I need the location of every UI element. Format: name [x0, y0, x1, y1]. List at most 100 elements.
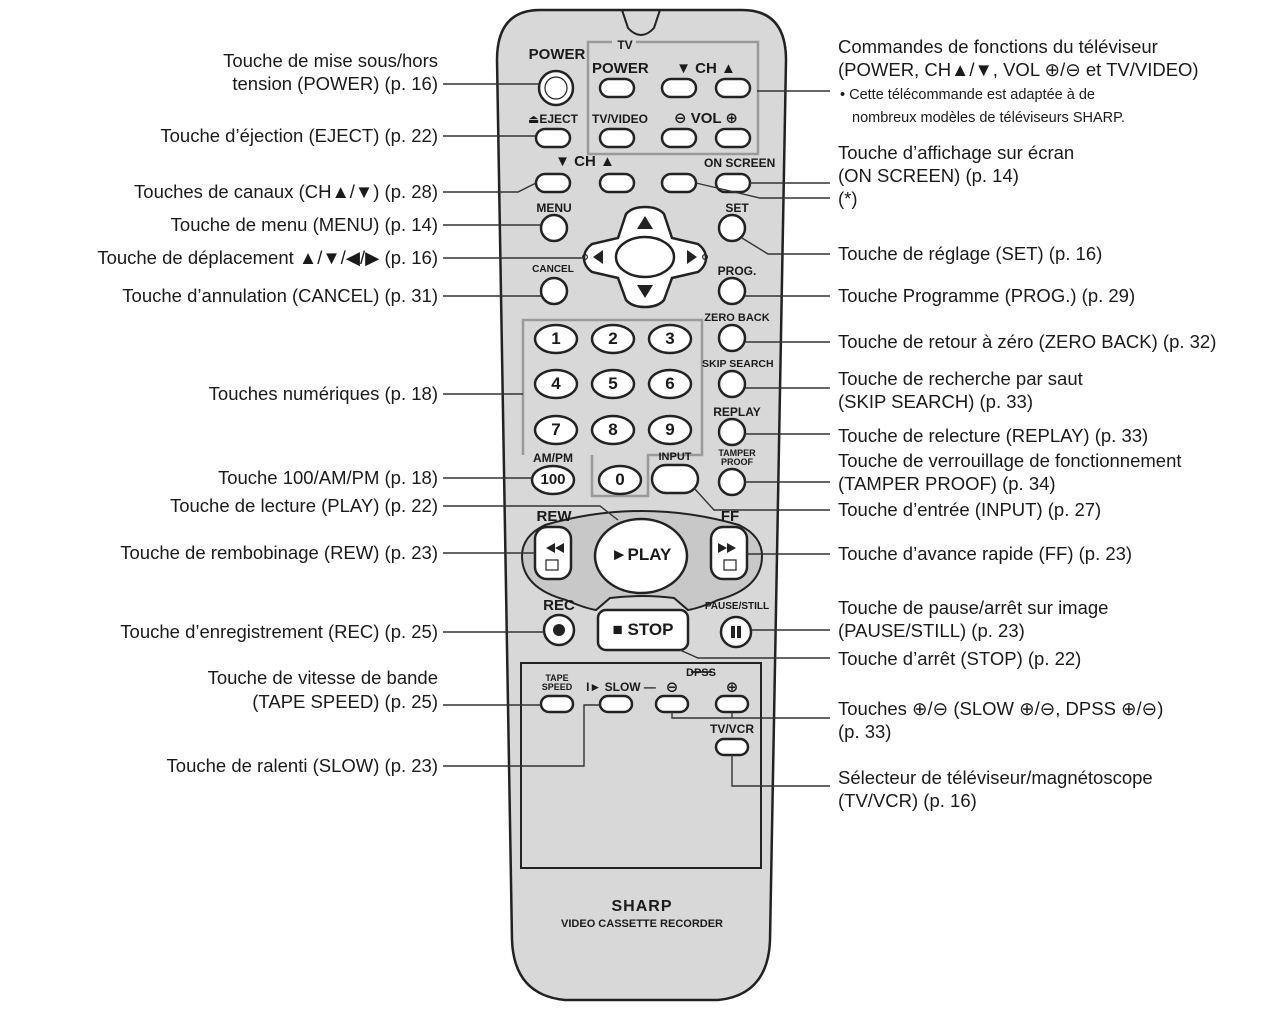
- plus-label: ⊕: [725, 679, 739, 696]
- slow-label: I► SLOW —: [586, 680, 656, 694]
- ch-down-button[interactable]: [534, 172, 572, 194]
- skip-search-button[interactable]: [717, 369, 747, 399]
- callout-lines: [443, 83, 830, 787]
- tape-speed-label-2: SPEED: [541, 682, 573, 692]
- pause-icon: [731, 626, 735, 638]
- tv-ch-down-button[interactable]: [660, 77, 698, 99]
- label-rec: Touche d’enregistrement (REC) (p. 25): [120, 621, 438, 642]
- key-1[interactable]: [533, 323, 579, 355]
- tv-vcr-button[interactable]: [714, 737, 750, 757]
- tv-power-label: POWER: [592, 60, 649, 77]
- key-2-label: 2: [608, 329, 618, 348]
- menu-label: MENU: [536, 201, 572, 215]
- minus-button[interactable]: [654, 694, 690, 714]
- slow-button[interactable]: [598, 694, 634, 714]
- ff-button[interactable]: [709, 525, 749, 581]
- zero-back-button[interactable]: [717, 323, 747, 353]
- label-eject: Touche d’éjection (EJECT) (p. 22): [160, 125, 438, 146]
- power-label: POWER: [528, 46, 586, 63]
- input-button[interactable]: [650, 463, 700, 495]
- label-tv-1: Commandes de fonctions du téléviseur: [838, 36, 1158, 57]
- stop-button[interactable]: [596, 608, 690, 652]
- tv-power-button[interactable]: [598, 77, 636, 99]
- model-label: VIDEO CASSETTE RECORDER: [561, 918, 723, 930]
- key-7[interactable]: [533, 414, 579, 446]
- tv-video-button[interactable]: [598, 127, 636, 149]
- key-2[interactable]: [590, 323, 636, 355]
- rew-label: REW: [536, 508, 572, 525]
- dpss-label: DPSS: [686, 667, 716, 679]
- rec-icon: [553, 624, 565, 636]
- label-tvvcr-1: Sélecteur de téléviseur/magnétoscope: [838, 767, 1153, 788]
- tamper-label-1: TAMPER: [718, 448, 756, 458]
- label-tape-1: Touche de vitesse de bande: [207, 667, 438, 688]
- tape-speed-button[interactable]: [539, 694, 575, 714]
- label-power-1: Touche de mise sous/hors: [223, 50, 438, 71]
- dpad-right-icon: [687, 250, 697, 264]
- tv-group-label: TV: [617, 38, 633, 52]
- key-6[interactable]: [647, 368, 693, 400]
- key-9-label: 9: [665, 420, 675, 439]
- menu-button[interactable]: [539, 213, 569, 243]
- label-move: Touche de déplacement ▲/▼/◀/▶ (p. 16): [97, 247, 438, 268]
- numeric-keys: [530, 323, 693, 496]
- key-8[interactable]: [590, 414, 636, 446]
- label-slow: Touche de ralenti (SLOW) (p. 23): [166, 755, 438, 776]
- label-power-2: tension (POWER) (p. 16): [232, 73, 438, 94]
- label-skip-1: Touche de recherche par saut: [838, 368, 1083, 389]
- key-3[interactable]: [647, 323, 693, 355]
- ch-up-button[interactable]: [598, 172, 636, 194]
- dpad-up-icon: [637, 216, 653, 229]
- label-rew: Touche de rembobinage (REW) (p. 23): [120, 542, 438, 563]
- key-9[interactable]: [647, 414, 693, 446]
- set-label: SET: [725, 201, 749, 215]
- label-prog: Touche Programme (PROG.) (p. 29): [838, 285, 1136, 306]
- tamper-proof-button[interactable]: [717, 467, 747, 497]
- pause-button[interactable]: [719, 615, 753, 649]
- label-tvvcr-2: (TV/VCR) (p. 16): [838, 790, 977, 811]
- key-5[interactable]: [590, 368, 636, 400]
- play-button[interactable]: [593, 517, 689, 595]
- eject-button[interactable]: [534, 127, 572, 149]
- key-1-label: 1: [551, 329, 561, 348]
- label-star: (*): [838, 188, 858, 209]
- key-0-label: 0: [615, 470, 625, 489]
- tv-ch-up-button[interactable]: [714, 77, 752, 99]
- tv-vol-minus-button[interactable]: [660, 127, 698, 149]
- key-100[interactable]: [530, 464, 576, 496]
- label-numeric: Touches numériques (p. 18): [208, 383, 438, 404]
- dpad-down-icon: [637, 285, 653, 298]
- dpad-left-icon: [593, 250, 603, 264]
- prog-button[interactable]: [717, 276, 747, 306]
- ampm-label: AM/PM: [533, 451, 573, 465]
- brand-logo: SHARP: [611, 898, 673, 915]
- remote-notch: [621, 9, 661, 36]
- tv-ch-label: ▼ CH ▲: [676, 60, 736, 77]
- label-100: Touche 100/AM/PM (p. 18): [217, 467, 438, 488]
- set-button[interactable]: [717, 213, 747, 243]
- label-tv-note-1: • Cette télécommande est adaptée à de: [840, 87, 1095, 103]
- key-0[interactable]: [597, 464, 643, 496]
- star-button[interactable]: [660, 172, 698, 194]
- cancel-button[interactable]: [539, 276, 569, 306]
- rew-button[interactable]: [533, 525, 573, 581]
- label-cancel: Touche d’annulation (CANCEL) (p. 31): [122, 285, 438, 306]
- minus-label: ⊖: [665, 679, 679, 696]
- label-play: Touche de lecture (PLAY) (p. 22): [169, 495, 438, 516]
- ch-label: ▼ CH ▲: [555, 153, 615, 170]
- key-4[interactable]: [533, 368, 579, 400]
- label-ff: Touche d’avance rapide (FF) (p. 23): [838, 543, 1133, 564]
- label-replay: Touche de relecture (REPLAY) (p. 33): [838, 425, 1149, 446]
- dpad-center[interactable]: [614, 235, 676, 279]
- tv-vcr-label: TV/VCR: [709, 722, 754, 736]
- label-zero: Touche de retour à zéro (ZERO BACK) (p. …: [838, 331, 1217, 352]
- label-stop: Touche d’arrêt (STOP) (p. 22): [838, 648, 1082, 669]
- plus-button[interactable]: [714, 694, 750, 714]
- tv-vol-plus-button[interactable]: [714, 127, 752, 149]
- label-tamper-1: Touche de verrouillage de fonctionnement: [838, 450, 1182, 471]
- label-channels: Touches de canaux (CH▲/▼) (p. 28): [134, 181, 438, 202]
- play-label: ►PLAY: [610, 545, 672, 564]
- key-8-label: 8: [608, 420, 618, 439]
- power-button[interactable]: [537, 69, 575, 107]
- replay-button[interactable]: [717, 417, 747, 447]
